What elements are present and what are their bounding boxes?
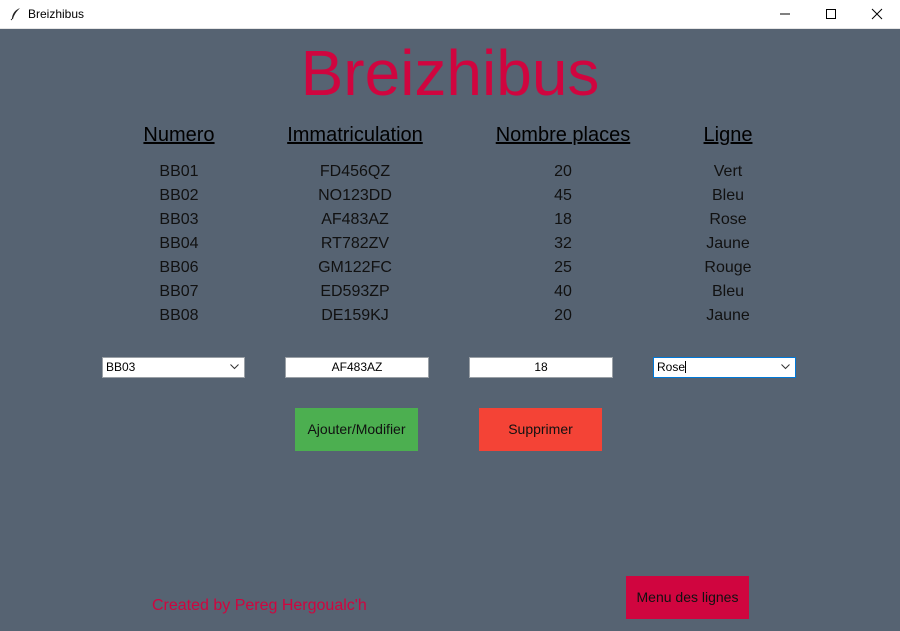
places-cell: 20 (554, 307, 572, 324)
maximize-icon (826, 9, 836, 19)
ligne-cell: Bleu (711, 283, 745, 300)
ligne-cell: Jaune (706, 235, 750, 252)
app-title: Breizhibus (300, 37, 600, 109)
header-immatriculation: Immatriculation (287, 124, 423, 146)
column-nombre-places: 20 45 18 32 25 40 20 (463, 160, 663, 328)
places-cell: 20 (554, 163, 572, 180)
column-numero: BB01 BB02 BB03 BB04 BB06 BB07 BB08 (79, 160, 279, 328)
minimize-icon (780, 13, 790, 15)
numero-cell: BB07 (159, 283, 199, 300)
numero-cell: BB01 (159, 163, 199, 180)
numero-select[interactable]: BB03 (102, 357, 245, 378)
immatriculation-cell: RT782ZV (320, 235, 390, 252)
places-input[interactable]: 18 (469, 357, 613, 378)
ligne-cell: Bleu (711, 187, 745, 204)
column-immatriculation: FD456QZ NO123DD AF483AZ RT782ZV GM122FC … (255, 160, 455, 328)
column-ligne: Vert Bleu Rose Jaune Rouge Bleu Jaune (628, 160, 828, 328)
immatriculation-cell: NO123DD (318, 187, 392, 204)
immatriculation-cell: AF483AZ (321, 211, 389, 228)
header-numero: Numero (143, 124, 215, 146)
places-cell: 25 (554, 259, 572, 276)
title-bar: Breizhibus (0, 0, 900, 29)
chevron-down-icon[interactable] (781, 364, 790, 370)
places-input-value: 18 (534, 360, 548, 374)
close-button[interactable] (854, 0, 900, 29)
numero-cell: BB04 (159, 235, 199, 252)
ligne-cell: Jaune (706, 307, 750, 324)
immatriculation-cell: ED593ZP (320, 283, 390, 300)
ligne-select[interactable]: Rose (653, 357, 796, 378)
places-cell: 45 (554, 187, 572, 204)
minimize-button[interactable] (762, 0, 808, 29)
delete-button[interactable]: Supprimer (479, 408, 602, 451)
immatriculation-input-value: AF483AZ (331, 360, 383, 374)
chevron-down-icon[interactable] (230, 364, 239, 370)
close-icon (871, 8, 883, 20)
header-ligne: Ligne (703, 124, 753, 146)
credits-text: Created by Pereg Hergoualc'h (152, 597, 367, 614)
window-title: Breizhibus (28, 7, 85, 21)
numero-cell: BB02 (159, 187, 199, 204)
ligne-cell: Rose (709, 211, 747, 228)
ligne-cell: Rouge (704, 259, 752, 276)
ligne-select-text: Rose (657, 358, 687, 377)
immatriculation-cell: FD456QZ (319, 163, 391, 180)
numero-cell: BB06 (159, 259, 199, 276)
immatriculation-cell: DE159KJ (321, 307, 389, 324)
immatriculation-input[interactable]: AF483AZ (285, 357, 429, 378)
add-modify-button[interactable]: Ajouter/Modifier (295, 408, 418, 451)
numero-cell: BB08 (159, 307, 199, 324)
places-cell: 40 (554, 283, 572, 300)
ligne-select-value: Rose (657, 360, 686, 374)
main-window: Breizhibus Numero Immatriculation Nombre… (0, 29, 900, 631)
feather-icon (10, 8, 20, 21)
ligne-cell: Vert (713, 163, 743, 180)
places-cell: 18 (554, 211, 572, 228)
maximize-button[interactable] (808, 0, 854, 29)
lines-menu-button[interactable]: Menu des lignes (626, 576, 749, 619)
numero-cell: BB03 (159, 211, 199, 228)
header-nombre-places: Nombre places (495, 124, 631, 146)
places-cell: 32 (554, 235, 572, 252)
immatriculation-cell: GM122FC (318, 259, 392, 276)
numero-select-value: BB03 (106, 360, 136, 374)
text-cursor (685, 361, 687, 373)
